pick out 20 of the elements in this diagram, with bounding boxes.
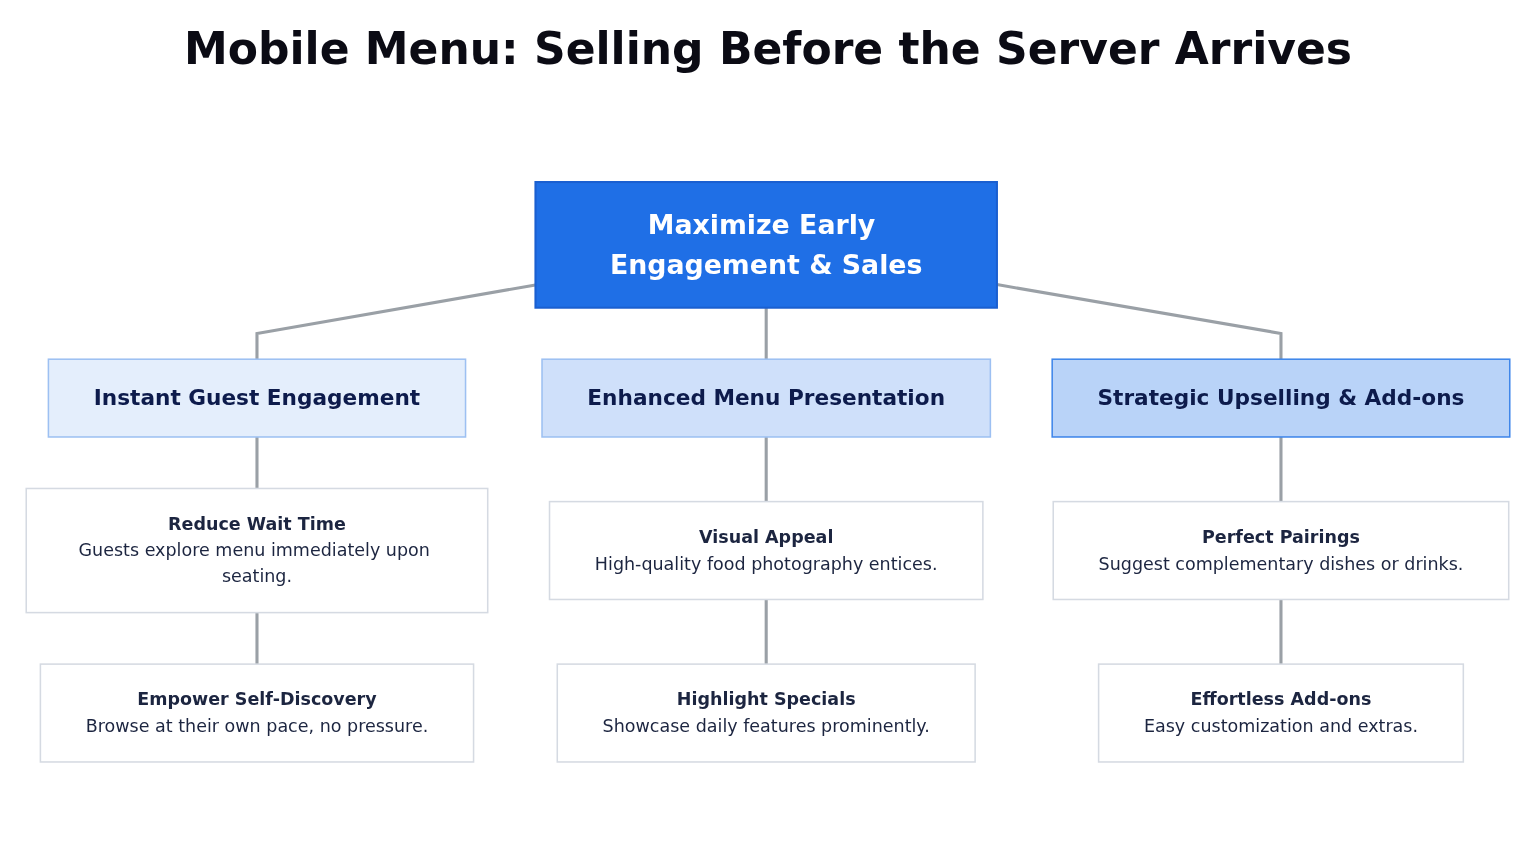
node-box: Perfect Pairings Suggest complementary dishes or drinks. — [1052, 500, 1510, 601]
node-box: Empower Self-Discovery Browse at their own pace, no pressure. — [39, 663, 475, 763]
node-box: Reduce Wait Time Guests explore menu immediately upon seating. — [25, 487, 489, 614]
node-box: Strategic Upselling & Add-ons — [1051, 358, 1511, 438]
connector — [764, 307, 768, 360]
node-box: Enhanced Menu Presentation — [541, 358, 992, 438]
diagram-title: Mobile Menu: Selling Before the Server Arrives — [183, 22, 1353, 74]
node-box: Maximize Early Engagement & Sales — [534, 181, 998, 309]
connector — [764, 437, 768, 502]
connector — [996, 283, 1283, 360]
node-box: Visual Appeal High-quality food photography entices. — [548, 500, 984, 601]
connector — [1279, 437, 1283, 502]
connector — [764, 599, 768, 665]
node-box: Highlight Specials Showcase daily features prominently. — [556, 663, 976, 763]
connector — [255, 437, 259, 489]
connector — [255, 612, 259, 665]
node-box: Instant Guest Engagement — [47, 358, 467, 438]
node-box: Effortless Add-ons Easy customization and extras. — [1097, 663, 1465, 763]
connector — [1279, 599, 1283, 665]
connector — [255, 283, 536, 360]
